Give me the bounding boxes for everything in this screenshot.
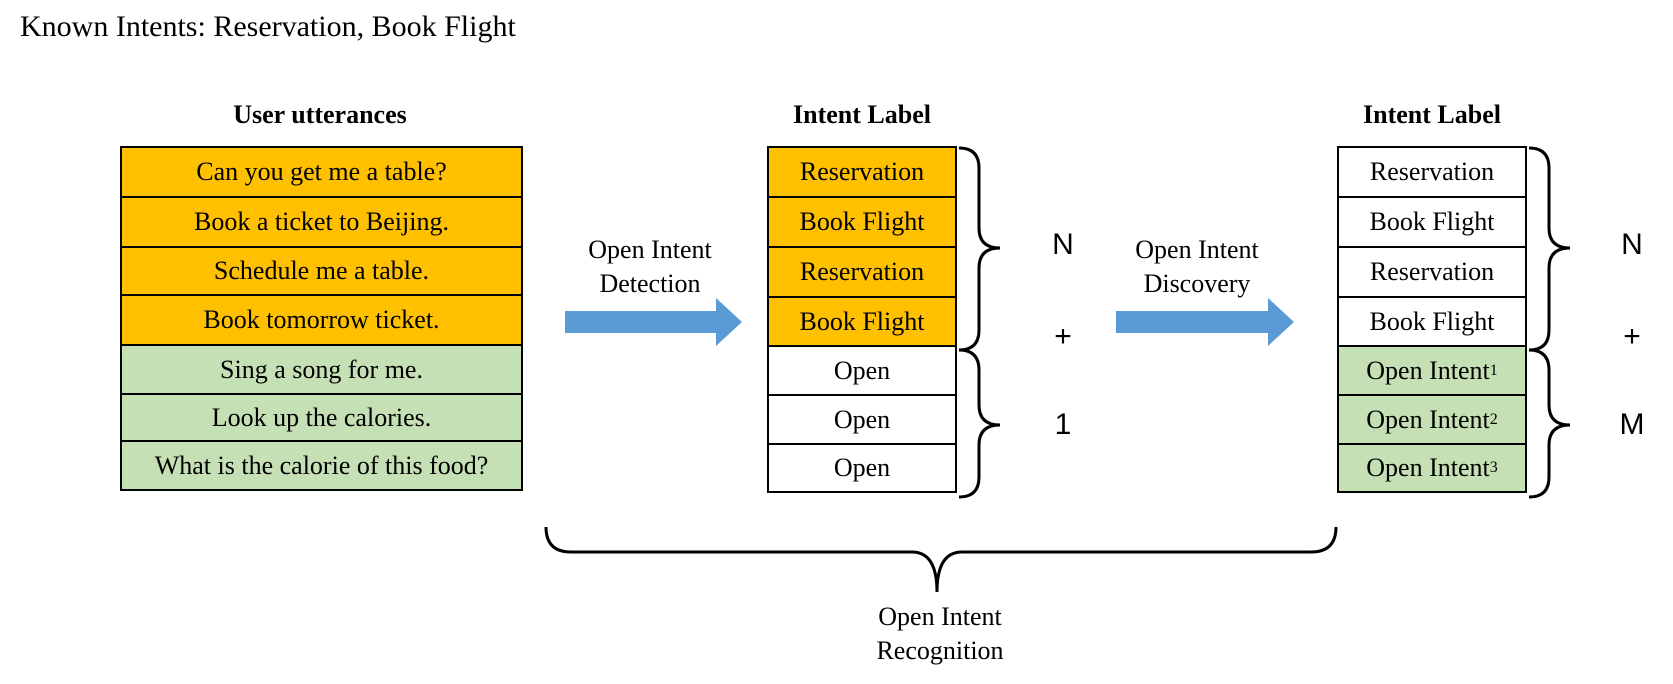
discovery-arrow-label-line2: Discovery	[1143, 269, 1251, 298]
detection-label-row: Reservation	[767, 246, 957, 298]
detection-label-row: Open	[767, 394, 957, 445]
recognition-label-line1: Open Intent	[878, 602, 1002, 631]
utterances-table: Can you get me a table? Book a ticket to…	[120, 146, 523, 491]
discovery-brace-bottom	[1528, 348, 1571, 499]
open-intent-label: Open Intent	[1366, 355, 1490, 385]
detection-arrow-label-line1: Open Intent	[588, 235, 712, 264]
discovery-header: Intent Label	[1363, 100, 1501, 129]
page-title: Known Intents: Reservation, Book Flight	[20, 10, 516, 43]
discovery-arrow-label: Open Intent Discovery	[1107, 233, 1287, 301]
discovery-arrow-label-line1: Open Intent	[1135, 235, 1259, 264]
detection-header: Intent Label	[793, 100, 931, 129]
detection-arrow-label-line2: Detection	[599, 269, 701, 298]
utterances-header: User utterances	[233, 100, 407, 129]
detection-one-label: 1	[1054, 408, 1072, 441]
detection-n-label: N	[1052, 228, 1074, 261]
detection-label-row: Book Flight	[767, 296, 957, 347]
discovery-plus-label: +	[1623, 320, 1641, 353]
open-intent-label: Open Intent	[1366, 404, 1490, 434]
detection-brace-bottom	[958, 348, 1001, 499]
discovery-m-label: M	[1619, 408, 1645, 441]
utterance-row: What is the calorie of this food?	[120, 440, 523, 491]
discovery-n-label: N	[1621, 228, 1643, 261]
detection-label-table: Reservation Book Flight Reservation Book…	[767, 146, 957, 493]
discovery-brace-top	[1528, 146, 1571, 352]
discovery-label-row: Reservation	[1337, 246, 1527, 298]
detection-arrow-label: Open Intent Detection	[560, 233, 740, 301]
recognition-label: Open Intent Recognition	[840, 600, 1040, 668]
detection-arrow	[565, 298, 742, 346]
recognition-brace	[544, 526, 1338, 593]
open-intent-label: Open Intent	[1366, 453, 1490, 482]
utterance-row: Look up the calories.	[120, 393, 523, 442]
detection-label-row: Open	[767, 345, 957, 396]
detection-brace-top	[958, 146, 1001, 352]
discovery-label-row: Book Flight	[1337, 196, 1527, 248]
utterance-row: Can you get me a table?	[120, 146, 523, 198]
recognition-label-line2: Recognition	[876, 636, 1004, 665]
detection-label-row: Open	[767, 443, 957, 493]
discovery-label-table: Reservation Book Flight Reservation Book…	[1337, 146, 1527, 493]
detection-plus-label: +	[1054, 320, 1072, 353]
discovery-arrow	[1116, 298, 1294, 346]
detection-label-row: Reservation	[767, 146, 957, 198]
